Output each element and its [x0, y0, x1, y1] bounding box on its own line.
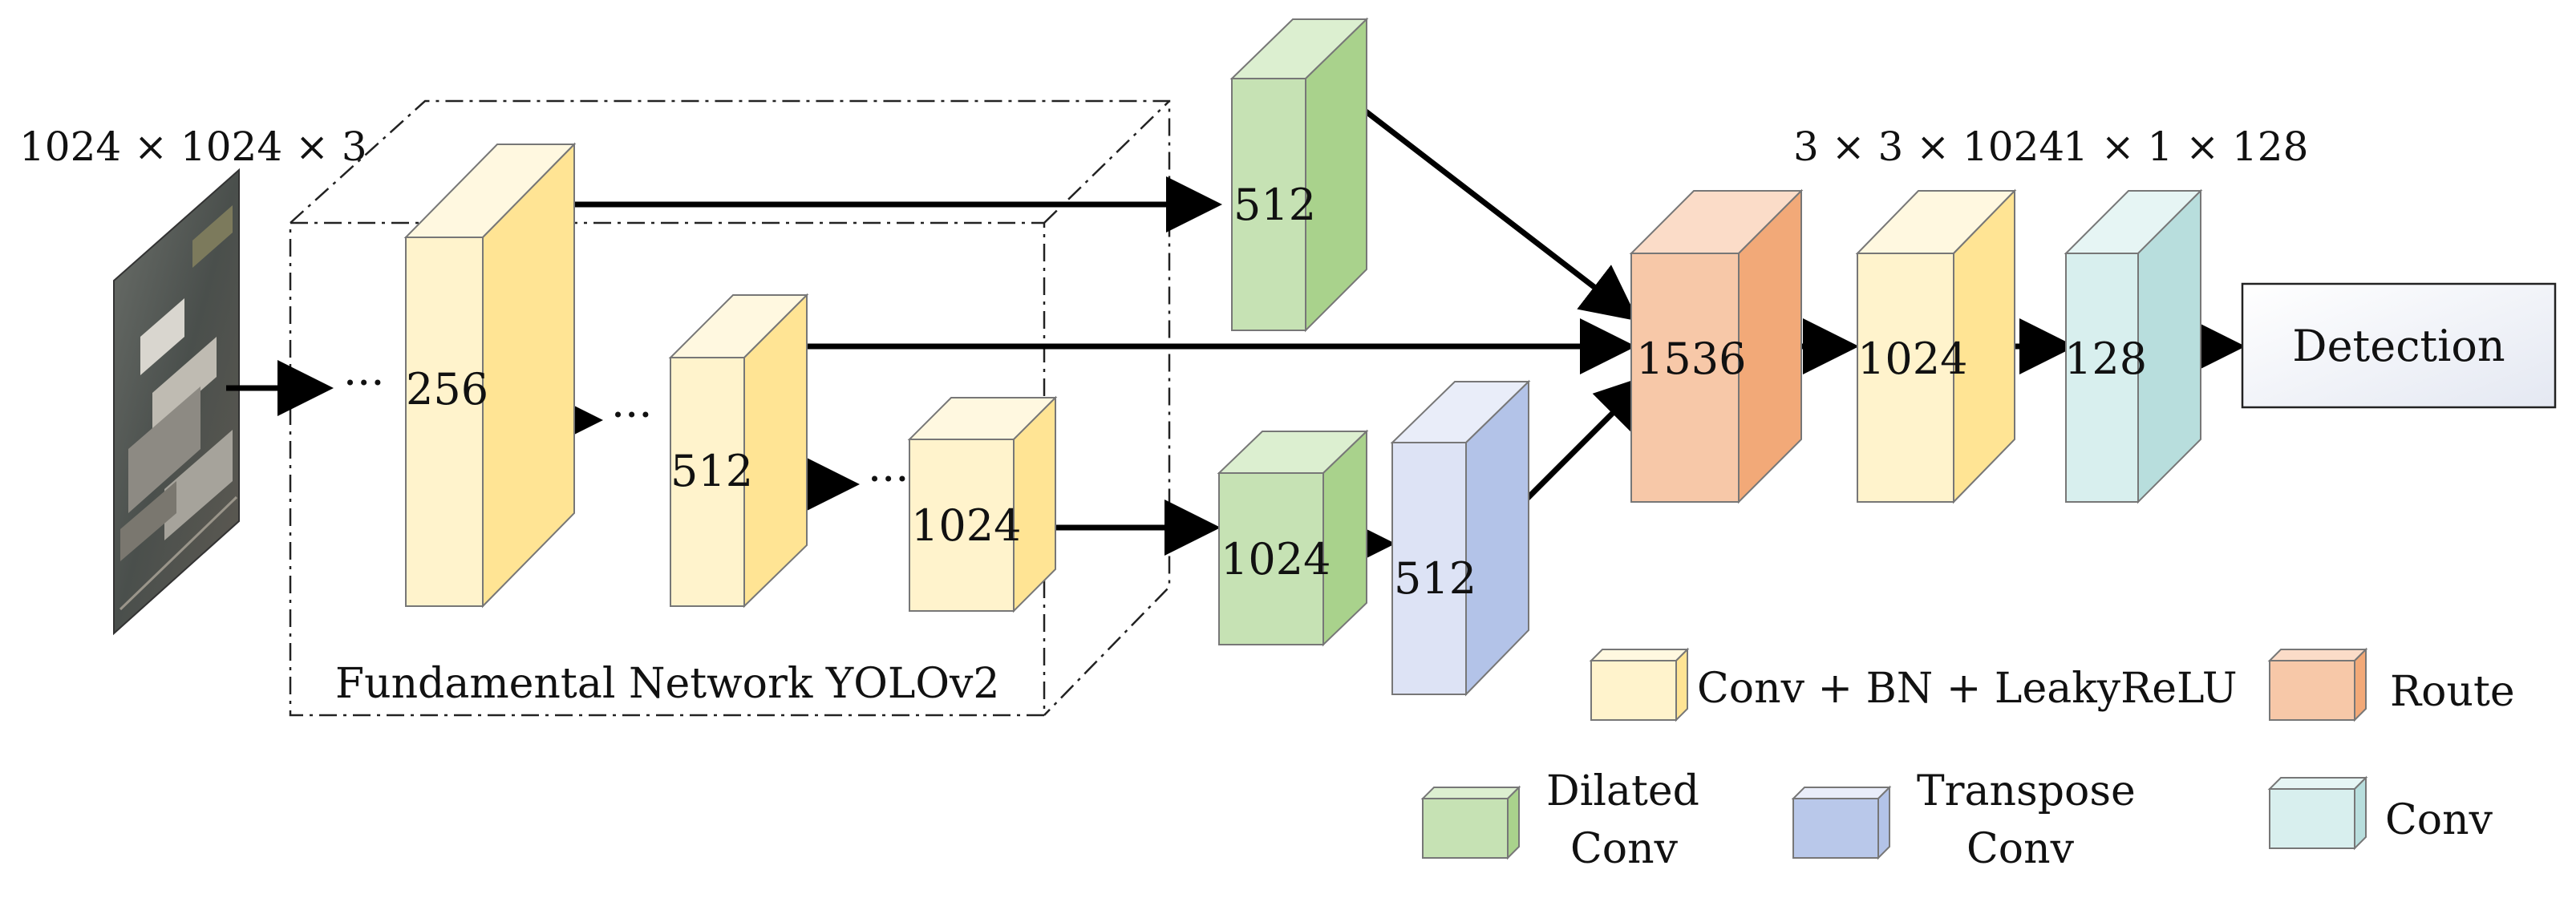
detection-box: Detection	[2241, 282, 2557, 409]
conv2-dims-label: 1 × 1 × 128	[2063, 123, 2308, 170]
legend-transpose-line1: Transpose	[1917, 767, 2136, 815]
backbone-block-512: 512	[668, 293, 809, 609]
top-dilated-block: 512	[1229, 17, 1369, 333]
route-label: 1536	[1636, 334, 1746, 384]
backbone-block-1024: 1024	[907, 395, 1058, 613]
legend-transpose: Transpose Conv	[1791, 767, 2136, 873]
legend-dilated-line2: Conv	[1570, 825, 1679, 873]
backbone-title: Fundamental Network YOLOv2	[335, 660, 999, 708]
legend: Conv + BN + LeakyReLU Route Dilated Conv…	[1420, 647, 2515, 873]
legend-conv: Conv	[2267, 775, 2493, 851]
legend-route-text: Route	[2390, 668, 2515, 716]
top-dilated-label: 512	[1233, 180, 1316, 230]
backbone-block-256: 256	[403, 142, 577, 609]
transpose-block: 512	[1390, 379, 1531, 697]
route-block: 1536	[1629, 188, 1804, 504]
legend-conv-bn: Conv + BN + LeakyReLU	[1589, 647, 2238, 722]
conv1-dims-label: 3 × 3 × 1024	[1793, 123, 2064, 170]
head-conv2-block: 128	[2064, 188, 2203, 504]
block-512-label: 512	[670, 446, 753, 496]
head-conv-label: 1024	[1857, 334, 1967, 384]
legend-conv-bn-text: Conv + BN + LeakyReLU	[1697, 665, 2238, 713]
legend-dilated-line1: Dilated	[1546, 767, 1699, 815]
ellipsis-1: ···	[343, 358, 385, 408]
head-conv2-label: 128	[2064, 334, 2147, 384]
bottom-dilated-block: 1024	[1217, 429, 1369, 647]
head-conv-block: 1024	[1855, 188, 2017, 504]
block-256-label: 256	[406, 364, 488, 415]
legend-conv-text: Conv	[2385, 796, 2493, 844]
legend-transpose-line2: Conv	[1966, 825, 2075, 873]
input-dims-label: 1024 × 1024 × 3	[19, 123, 367, 170]
legend-route: Route	[2267, 647, 2515, 722]
backbone-frame	[289, 99, 1171, 717]
transpose-label: 512	[1394, 553, 1476, 604]
detection-label: Detection	[2292, 321, 2505, 371]
ellipsis-3: ···	[868, 454, 909, 504]
input-aerial-image	[113, 168, 240, 636]
block-1024-label: 1024	[911, 500, 1021, 551]
ellipsis-2: ···	[611, 390, 653, 440]
bottom-dilated-label: 1024	[1221, 534, 1331, 585]
legend-dilated: Dilated Conv	[1420, 767, 1699, 873]
